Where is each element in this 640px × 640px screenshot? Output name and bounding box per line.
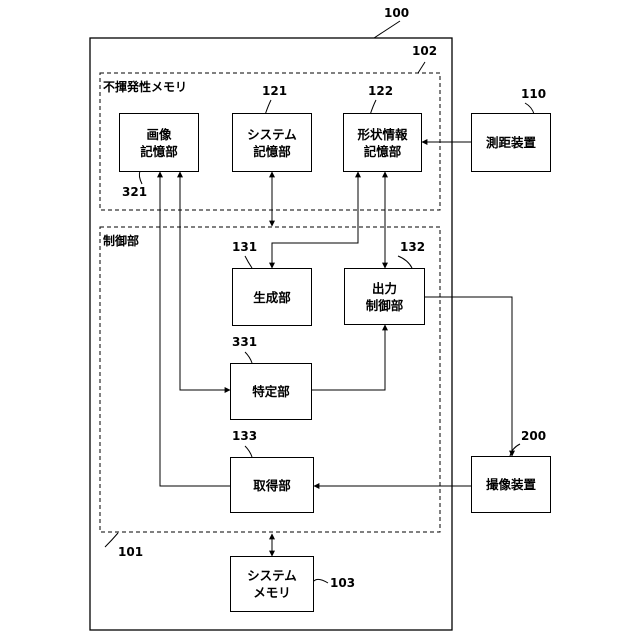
nonvolatile-memory-label: 不揮発性メモリ <box>103 78 187 95</box>
identification-block: 特定部 <box>230 363 312 420</box>
leader-331 <box>245 352 252 363</box>
distance-device-block: 測距装置 <box>471 113 551 172</box>
arrow-shape-to-generation <box>272 172 358 268</box>
leader-321 <box>139 171 142 184</box>
generation-ref: 131 <box>232 240 257 254</box>
identification-ref: 331 <box>232 335 257 349</box>
system-memory-block: システム メモリ <box>230 556 314 612</box>
arrow-output-to-imaging <box>425 297 512 456</box>
device-ref: 100 <box>384 6 409 20</box>
shape-storage-block: 形状情報 記憶部 <box>343 113 422 172</box>
arrow-identification-to-output <box>312 325 385 390</box>
arrow-acquisition-to-image-storage <box>160 172 230 486</box>
leader-131 <box>245 256 252 268</box>
imaging-device-block: 撮像装置 <box>471 456 551 513</box>
imaging-device-ref: 200 <box>521 429 546 443</box>
control-unit-label: 制御部 <box>103 232 139 249</box>
image-storage-ref: 321 <box>122 185 147 199</box>
generation-block: 生成部 <box>232 268 312 326</box>
system-storage-ref: 121 <box>262 84 287 98</box>
leader-132 <box>398 256 412 268</box>
output-control-ref: 132 <box>400 240 425 254</box>
control-unit-ref: 101 <box>118 545 143 559</box>
nonvolatile-memory-ref: 102 <box>412 44 437 58</box>
distance-device-ref: 110 <box>521 87 546 101</box>
acquisition-block: 取得部 <box>230 457 314 513</box>
system-memory-ref: 103 <box>330 576 355 590</box>
acquisition-ref: 133 <box>232 429 257 443</box>
leader-103 <box>314 579 328 583</box>
output-control-block: 出力 制御部 <box>344 268 425 325</box>
leader-100 <box>374 21 400 38</box>
leader-133 <box>245 446 252 457</box>
image-storage-block: 画像 記憶部 <box>119 113 199 172</box>
shape-storage-ref: 122 <box>368 84 393 98</box>
leader-101 <box>105 533 118 547</box>
system-storage-block: システム 記憶部 <box>232 113 312 172</box>
leader-102 <box>418 62 425 73</box>
arrow-image-storage-to-identification <box>180 172 230 390</box>
